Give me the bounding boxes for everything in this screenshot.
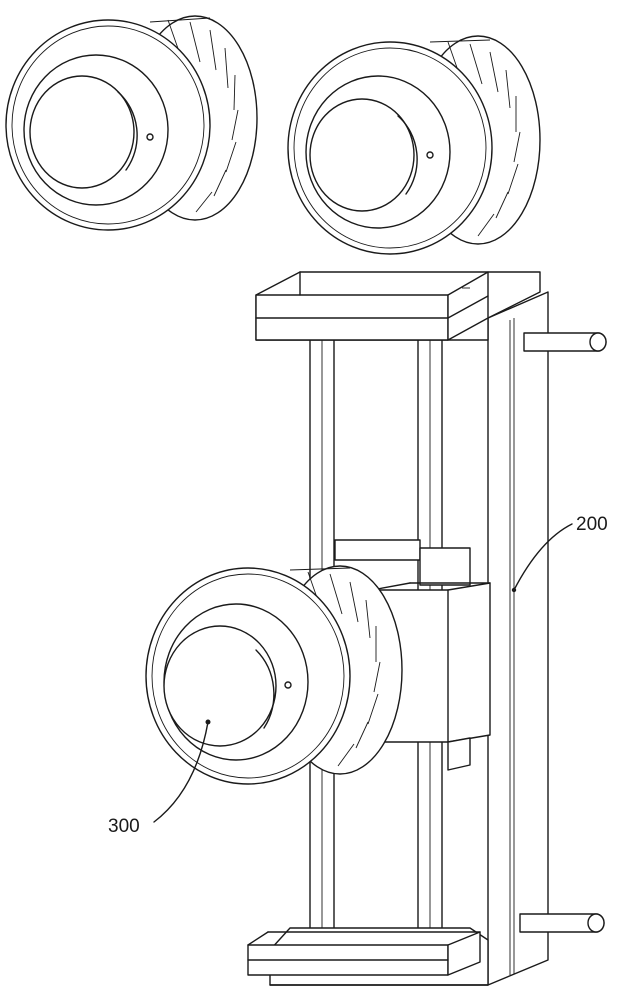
label-200: 200 [576,514,608,535]
wheel-top-right [287,35,541,255]
label-200-group: 200 [511,514,608,593]
reference-point-200 [511,587,517,593]
label-300-group: 300 [108,721,209,837]
leader-line-300 [153,721,209,823]
bottom-block [247,927,489,986]
wheel-300 [145,565,403,785]
lower-pin [519,913,605,933]
upper-pin [523,332,607,352]
carriage [334,539,491,771]
top-block [255,271,541,341]
vane-ring [289,567,381,767]
leader-line-200 [513,523,573,591]
side-plate [487,291,549,986]
label-300: 300 [108,816,140,837]
wheel-top-left [5,15,258,231]
